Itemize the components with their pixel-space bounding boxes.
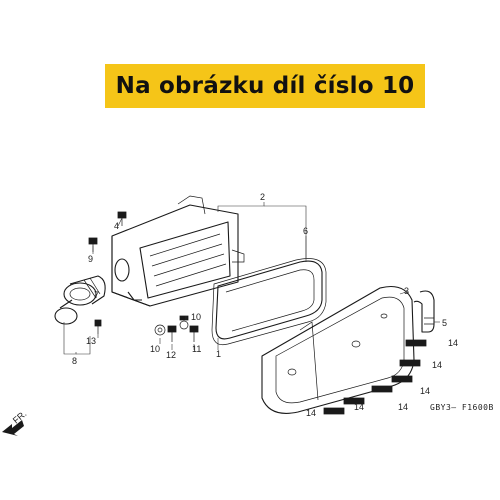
label-4: 4 <box>114 221 119 231</box>
label-1: 1 <box>216 349 221 359</box>
label-10-top: 10 <box>191 312 201 322</box>
label-12: 12 <box>166 350 176 360</box>
label-3: 3 <box>404 286 409 296</box>
diagram-code: GBY3– F1600B <box>430 403 494 412</box>
label-6: 6 <box>303 226 308 236</box>
air-cleaner-cover <box>261 285 415 414</box>
arrow-label: FR. <box>11 409 29 426</box>
drain-tube <box>413 290 435 333</box>
air-cleaner-element <box>215 260 323 340</box>
leader-lines <box>63 202 440 355</box>
part-labels: 2 4 6 9 3 7 10 5 13 10 12 11 1 14 8 14 1… <box>72 192 494 418</box>
label-14-d: 14 <box>398 402 408 412</box>
label-5: 5 <box>442 318 447 328</box>
label-7: 7 <box>94 290 99 300</box>
front-direction-arrow: FR. <box>2 409 28 436</box>
part-number-banner: Na obrázku díl číslo 10 <box>105 64 425 108</box>
case-seal <box>211 258 327 346</box>
label-13: 13 <box>86 336 96 346</box>
bolt-9 <box>88 237 98 245</box>
fasteners <box>88 211 427 415</box>
label-14-c: 14 <box>420 386 430 396</box>
label-14-a: 14 <box>448 338 458 348</box>
label-14-f: 14 <box>306 408 316 418</box>
label-11: 11 <box>192 344 201 354</box>
label-14-e: 14 <box>354 402 364 412</box>
air-cleaner-case <box>111 195 245 307</box>
bolt-4 <box>117 211 127 219</box>
label-2: 2 <box>260 192 265 202</box>
label-14-b: 14 <box>432 360 442 370</box>
connecting-tube <box>54 275 106 325</box>
label-8: 8 <box>72 356 77 366</box>
label-10-bottom: 10 <box>150 344 160 354</box>
label-9: 9 <box>88 254 93 264</box>
